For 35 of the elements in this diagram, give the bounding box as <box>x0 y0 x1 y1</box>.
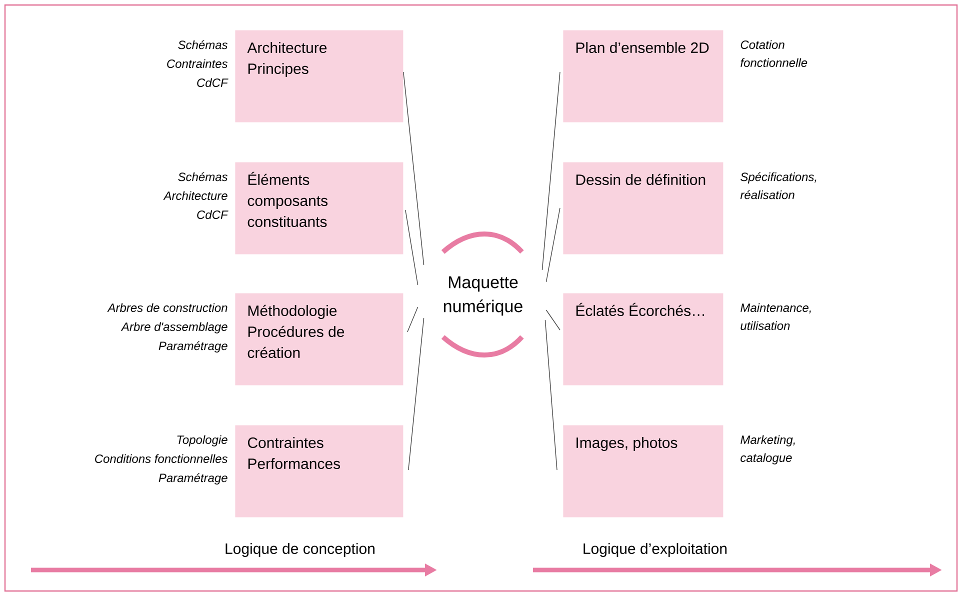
side-note: CdCF <box>197 210 228 220</box>
process-box: Contraintes Performances <box>235 425 404 518</box>
process-box: Architecture Principes <box>235 30 404 122</box>
connector-line <box>546 310 560 330</box>
process-box: Dessin de définition <box>563 162 724 254</box>
side-note: Arbres de construction <box>107 303 228 312</box>
side-note: Paramétrage <box>158 473 228 485</box>
process-box: Éclatés Écorchés… <box>563 293 724 386</box>
connector-line <box>542 72 560 270</box>
side-note: Schémas <box>178 172 228 182</box>
side-note: Paramétrage <box>158 341 228 353</box>
side-note: Conditions fonctionnelles <box>95 454 228 464</box>
process-box: Images, photos <box>563 425 724 518</box>
connector-line <box>407 306 418 332</box>
connector-line <box>403 72 424 266</box>
axis-label: Logique de conception <box>226 543 374 557</box>
side-note: Schémas <box>178 40 228 50</box>
side-note: Spécifications, réalisation <box>740 172 816 200</box>
process-box: Plan d’ensemble 2D <box>563 30 724 122</box>
side-note: Cotation fonctionnelle <box>740 40 808 67</box>
side-note: Maintenance, utilisation <box>740 303 811 330</box>
process-box: Éléments composants constituants <box>235 162 404 254</box>
side-note: Contraintes <box>167 59 228 68</box>
side-note: Topologie <box>177 435 228 446</box>
connector-line <box>546 208 560 282</box>
side-note: Arbre d'assemblage <box>120 322 228 334</box>
side-note: Marketing, catalogue <box>740 435 795 464</box>
axis-label: Logique d’exploitation <box>584 543 727 557</box>
process-box: Méthodologie Procédures de création <box>235 293 404 386</box>
side-note: CdCF <box>197 78 228 88</box>
center-label: Maquette numérique <box>444 276 522 316</box>
side-note: Architecture <box>163 191 228 200</box>
connector-line <box>405 210 418 286</box>
connector-line <box>544 320 558 470</box>
connector-line <box>408 318 424 470</box>
